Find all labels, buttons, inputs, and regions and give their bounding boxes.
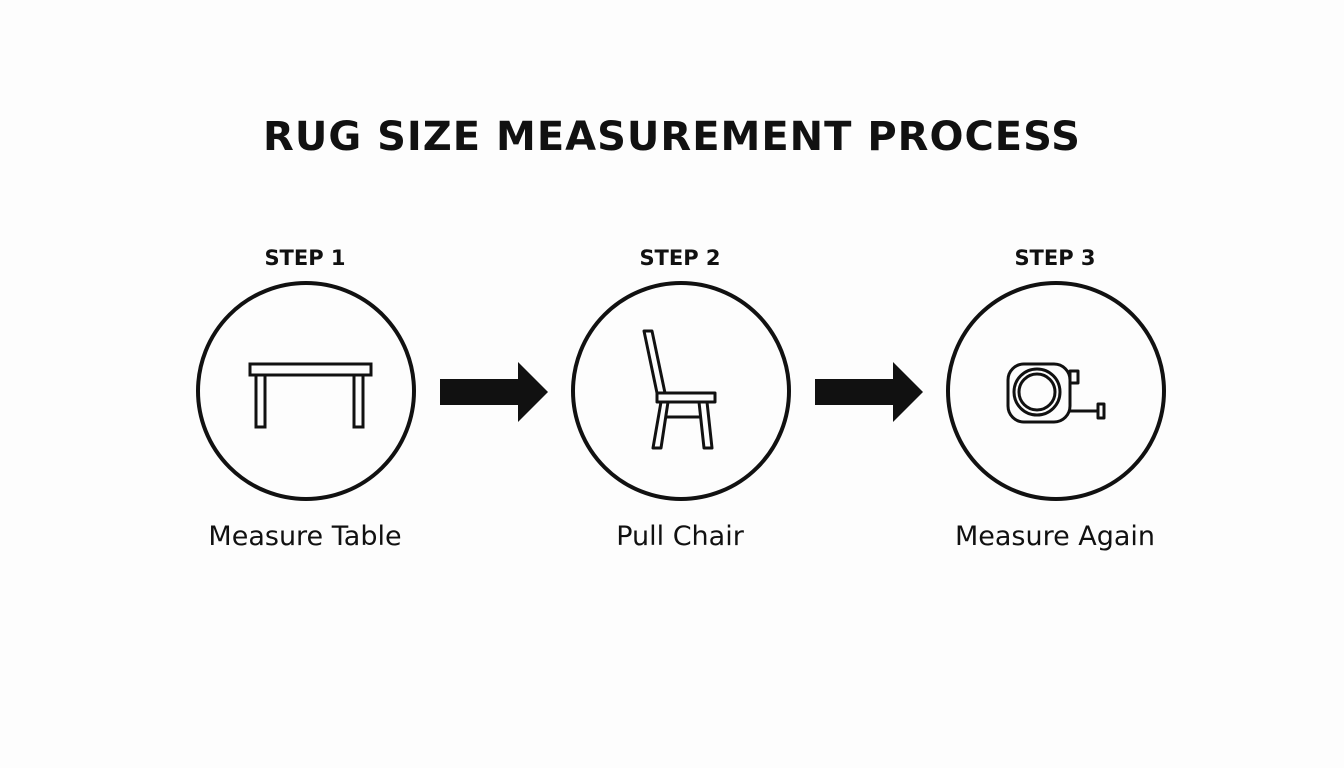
table-icon [248,362,373,429]
step-2-label: STEP 2 [639,246,721,270]
step-3: STEP 3 Measure Again [905,244,1205,564]
step-1-label: STEP 1 [264,246,346,270]
diagram-title: RUG SIZE MEASUREMENT PROCESS [263,114,1081,160]
step-1-circle [196,281,416,501]
step-1-caption: Measure Table [208,521,402,552]
step-3-label: STEP 3 [1014,246,1096,270]
tape-measure-icon [1006,362,1106,424]
step-1: STEP 1 Measure Table [155,244,455,564]
step-3-circle [946,281,1166,501]
arrow-right-icon [815,362,923,422]
step-2-caption: Pull Chair [616,521,744,552]
chair-icon [642,329,717,450]
step-3-caption: Measure Again [954,521,1156,552]
step-2: STEP 2 Pull Chair [530,244,830,564]
arrow-right-icon [440,362,548,422]
step-2-circle [571,281,791,501]
